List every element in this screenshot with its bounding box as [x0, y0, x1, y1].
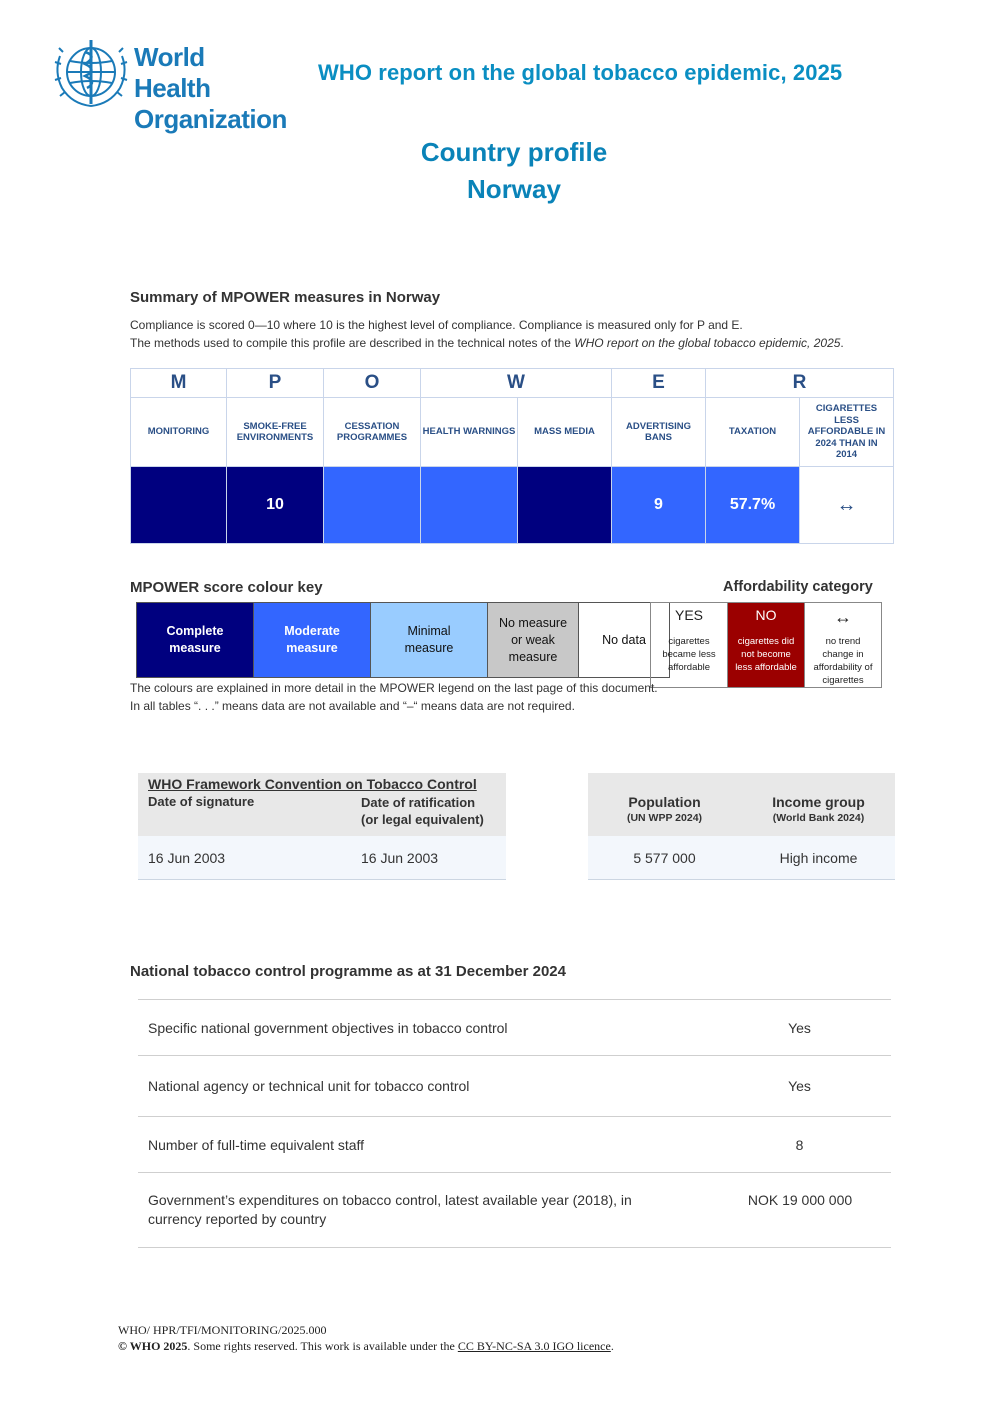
- colour-key-note-line-1: The colours are explained in more detail…: [130, 681, 658, 695]
- who-logo: World Health Organization: [52, 34, 287, 134]
- label-advertising-bans: ADVERTISING BANS: [611, 397, 706, 467]
- affordability-heading: Affordability category: [723, 579, 873, 595]
- value-health-warnings: [420, 466, 518, 544]
- summary-note-line-1: Compliance is scored 0—10 where 10 is th…: [130, 318, 743, 332]
- fctc-ratification-date: 16 Jun 2003: [361, 850, 439, 866]
- label-monitoring: MONITORING: [130, 397, 227, 467]
- left-right-arrow-icon: ↔: [834, 607, 852, 627]
- programme-table: Specific national government objectives …: [138, 999, 891, 1248]
- copyright: © WHO 2025. Some rights reserved. This w…: [118, 1339, 614, 1353]
- value-monitoring: [130, 466, 227, 544]
- label-affordability: CIGARETTES LESS AFFORDABLE IN 2024 THAN …: [798, 397, 895, 467]
- logo-line-2: Organization: [134, 104, 287, 134]
- licence-link[interactable]: CC BY-NC-SA 3.0 IGO licence: [457, 1339, 611, 1353]
- value-smoke-free: 10: [226, 466, 324, 544]
- label-mass-media: MASS MEDIA: [517, 397, 612, 467]
- key-complete: Complete measure: [136, 602, 254, 678]
- value-affordability: ↔: [798, 466, 895, 544]
- footer: WHO/ HPR/TFI/MONITORING/2025.000 © WHO 2…: [118, 1322, 614, 1354]
- programme-heading: National tobacco control programme as at…: [130, 963, 566, 980]
- table-row: 5 577 000 High income: [588, 836, 895, 880]
- summary-heading: Summary of MPOWER measures in Norway: [130, 289, 441, 306]
- table-row: 16 Jun 2003 16 Jun 2003: [138, 836, 506, 880]
- population-header: Population (UN WPP 2024): [626, 794, 703, 824]
- key-no-measure: No measure or weak measure: [487, 602, 579, 678]
- table-row: National agency or technical unit for to…: [138, 1055, 891, 1116]
- label-cessation: CESSATION PROGRAMMES: [323, 397, 421, 467]
- who-emblem-icon: [54, 40, 128, 107]
- label-health-warnings: HEALTH WARNINGS: [420, 397, 518, 467]
- letter-r: R: [704, 368, 895, 398]
- colour-key-heading: MPOWER score colour key: [130, 579, 323, 596]
- country-profile-heading: Country profile Norway: [0, 134, 992, 208]
- mpower-value-row: 10 9 57.7% ↔: [130, 466, 895, 544]
- letter-m: M: [130, 368, 227, 398]
- document-id: WHO/ HPR/TFI/MONITORING/2025.000: [118, 1323, 327, 1337]
- label-taxation: TAXATION: [705, 397, 800, 467]
- key-minimal: Minimal measure: [370, 602, 488, 678]
- logo-line-1: World Health: [134, 42, 211, 103]
- value-mass-media: [517, 466, 612, 544]
- mpower-summary-table: M P O W E R MONITORING SMOKE-FREE ENVIRO…: [130, 368, 895, 544]
- mpower-letter-row: M P O W E R: [130, 368, 895, 398]
- table-row: Number of full-time equivalent staff 8: [138, 1116, 891, 1172]
- table-row: Government’s expenditures on tobacco con…: [138, 1172, 891, 1248]
- colour-key-note: The colours are explained in more detail…: [130, 679, 930, 715]
- country-name: Norway: [467, 174, 561, 204]
- letter-p: P: [226, 368, 324, 398]
- fctc-ratification-header: Date of ratification (or legal equivalen…: [361, 795, 484, 827]
- table-row: Specific national government objectives …: [138, 999, 891, 1055]
- summary-note-line-2: The methods used to compile this profile…: [130, 336, 844, 350]
- affordability-key-table: YES cigarettes became less affordable NO…: [650, 602, 882, 688]
- afford-no: NO cigarettes did not become less afford…: [727, 602, 805, 688]
- value-taxation: 57.7%: [705, 466, 800, 544]
- colour-key-note-line-2: In all tables “. . .” means data are not…: [130, 699, 575, 713]
- population-value: 5 577 000: [633, 850, 696, 866]
- fctc-table: WHO Framework Convention on Tobacco Cont…: [138, 773, 506, 880]
- summary-note: Compliance is scored 0—10 where 10 is th…: [130, 316, 930, 352]
- income-group-value: High income: [779, 850, 858, 866]
- report-title: WHO report on the global tobacco epidemi…: [318, 60, 843, 85]
- mpower-label-row: MONITORING SMOKE-FREE ENVIRONMENTS CESSA…: [130, 397, 895, 467]
- colour-key-table: Complete measure Moderate measure Minima…: [136, 602, 670, 678]
- key-moderate: Moderate measure: [253, 602, 371, 678]
- population-table: Population (UN WPP 2024) Income group (W…: [588, 773, 895, 880]
- income-group-header: Income group (World Bank 2024): [772, 794, 865, 824]
- letter-o: O: [323, 368, 421, 398]
- label-smoke-free: SMOKE-FREE ENVIRONMENTS: [226, 397, 324, 467]
- value-advertising-bans: 9: [611, 466, 706, 544]
- afford-no-change: ↔ no trend change in affordability of ci…: [804, 602, 882, 688]
- fctc-signature-date: 16 Jun 2003: [148, 850, 226, 866]
- letter-e: E: [611, 368, 706, 398]
- letter-w: W: [420, 368, 612, 398]
- profile-label: Country profile: [420, 137, 608, 167]
- value-cessation: [323, 466, 421, 544]
- fctc-title: WHO Framework Convention on Tobacco Cont…: [148, 776, 477, 792]
- afford-yes: YES cigarettes became less affordable: [650, 602, 728, 688]
- fctc-signature-header: Date of signature: [148, 794, 255, 809]
